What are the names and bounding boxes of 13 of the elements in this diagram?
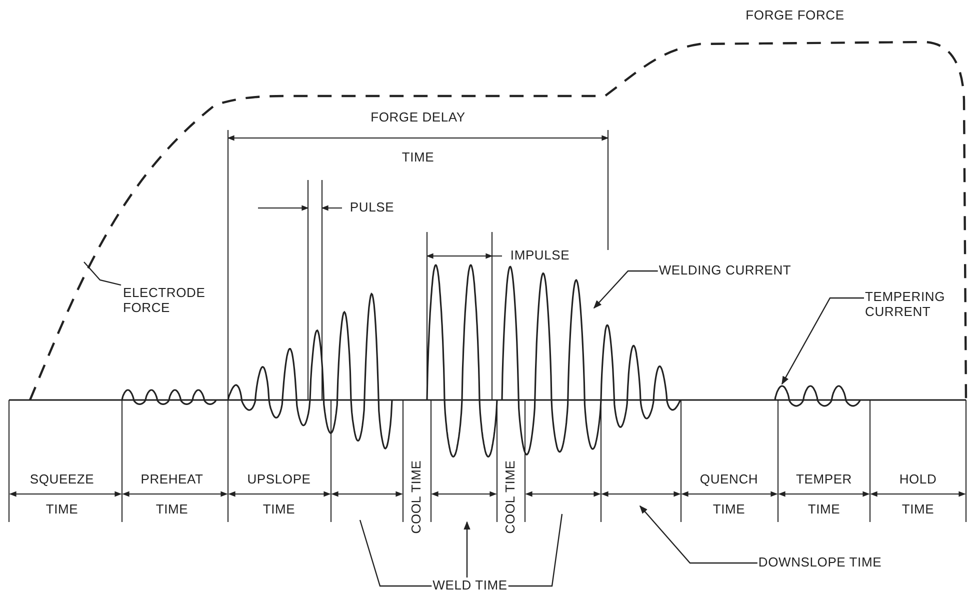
callout-label: TEMPERING CURRENT	[865, 290, 955, 320]
callout-label: ELECTRODE FORCE	[123, 286, 213, 316]
leader-line	[639, 505, 758, 564]
leader-line	[359, 520, 432, 587]
leader-line	[464, 521, 470, 578]
callout-label: DOWNSLOPE TIME	[758, 556, 882, 570]
interval-label: SQUEEZE	[28, 472, 96, 488]
leader-line	[84, 262, 122, 286]
leader-line	[781, 297, 864, 385]
leader-line	[508, 514, 563, 587]
callout-label: WELD TIME	[432, 578, 508, 594]
leader-line	[593, 270, 658, 309]
callout-label: WELDING CURRENT	[658, 264, 792, 278]
